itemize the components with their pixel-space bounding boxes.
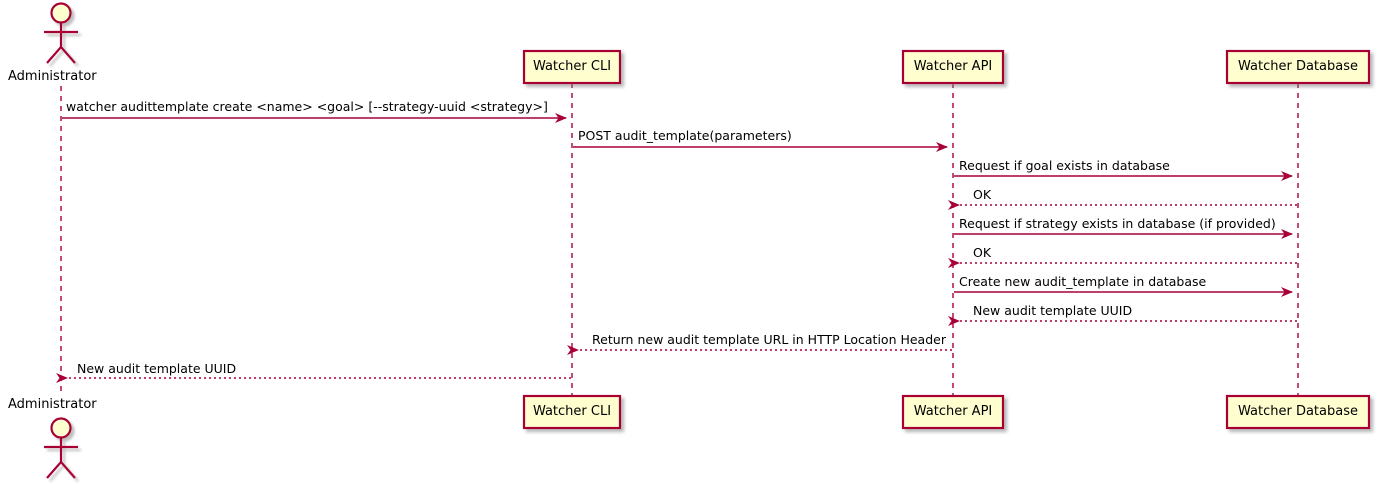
participant-box-watcher-database-bottom[interactable]	[1225, 394, 1371, 430]
actor-left-leg-line	[46, 461, 62, 479]
lifelines	[60, 83, 1299, 396]
participant-box-watcher-database-top[interactable]	[1225, 49, 1371, 85]
message-label-9: Return new audit template URL in HTTP Lo…	[592, 332, 946, 347]
actor-head-icon	[50, 2, 72, 24]
participant-box-watcher-api-bottom[interactable]	[901, 394, 1005, 430]
message-label-4: OK	[973, 187, 992, 202]
actor-right-leg-line	[60, 46, 76, 64]
participant-label-watcher-api-bottom: Watcher API	[913, 404, 993, 419]
participant-label-watcher-cli-top: Watcher CLI	[532, 59, 612, 74]
message-arrows	[56, 113, 1297, 383]
actor-right-leg-line	[60, 461, 76, 479]
participant-label-watcher-database-top: Watcher Database	[1238, 59, 1358, 74]
participant-box-watcher-cli-top[interactable]	[522, 49, 622, 85]
actor-label-administrator-top: Administrator	[8, 69, 97, 84]
participant-label-watcher-database-bottom: Watcher Database	[1238, 404, 1358, 419]
message-label-7: Create new audit_template in database	[959, 274, 1207, 289]
message-label-10: New audit template UUID	[77, 361, 237, 376]
participant-boxes-bottom	[522, 394, 1371, 430]
participant-label-watcher-cli-bottom: Watcher CLI	[532, 404, 612, 419]
message-label-3: Request if goal exists in database	[959, 158, 1170, 173]
participant-label-watcher-api-top: Watcher API	[913, 59, 993, 74]
actor-head-icon	[50, 417, 72, 439]
actor-left-leg-line	[46, 46, 62, 64]
actor-figure-administrator-top[interactable]	[44, 2, 78, 64]
participant-box-watcher-api-top[interactable]	[901, 49, 1005, 85]
message-label-1: watcher audittemplate create <name> <goa…	[66, 99, 548, 114]
message-label-8: New audit template UUID	[973, 303, 1133, 318]
message-label-2: POST audit_template(parameters)	[578, 128, 792, 143]
actor-figure-administrator-bottom[interactable]	[44, 417, 78, 479]
message-label-5: Request if strategy exists in database (…	[959, 216, 1276, 231]
participant-boxes-top	[522, 49, 1371, 85]
message-label-6: OK	[973, 245, 992, 260]
participant-box-watcher-cli-bottom[interactable]	[522, 394, 622, 430]
actor-label-administrator-bottom: Administrator	[8, 397, 97, 412]
